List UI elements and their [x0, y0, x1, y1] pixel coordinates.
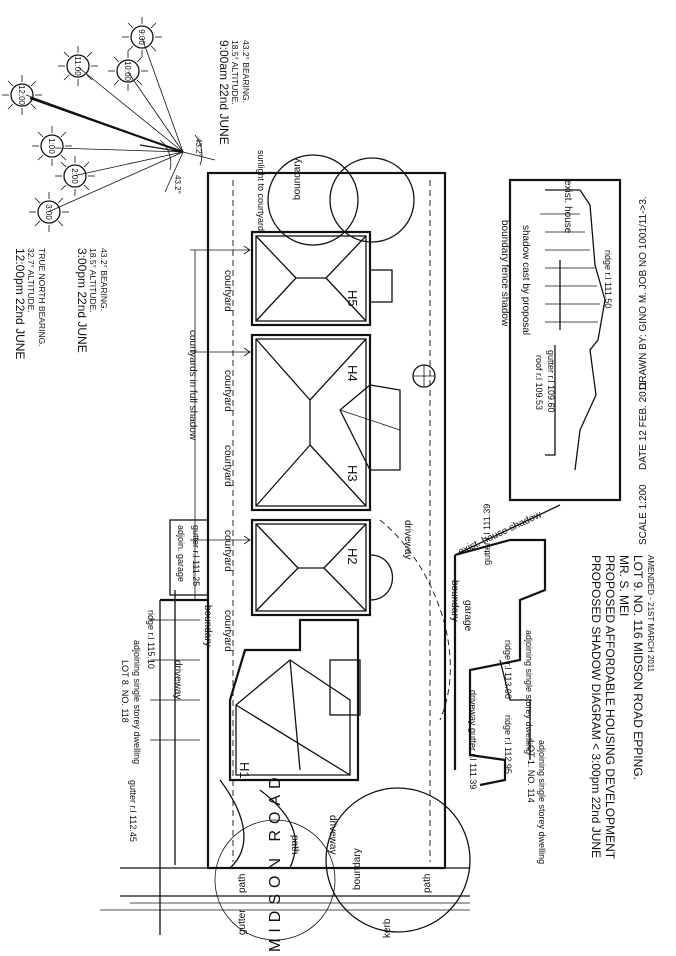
path-label: path [422, 874, 433, 893]
sun-icon: 1:00 [32, 126, 72, 166]
driveway-gutter-label: driveway gutter r.l 111.39 [468, 690, 478, 789]
ridge-level: ridge r.l 112.95 [503, 715, 513, 774]
courtyard-arrows [190, 245, 251, 600]
sun-icon: 11:00 [58, 46, 98, 86]
note-12pm-altitude: 32.7° ALTITUDE. [26, 248, 36, 313]
boundary-label: boundary [449, 580, 460, 622]
gutter-label: gutter [237, 909, 248, 935]
sun-time-label: 12:00 [17, 85, 26, 106]
sun-icon: 3:00 [29, 192, 69, 232]
note-9am-title: 9:00am 22nd JUNE [217, 40, 231, 145]
sun-icon: 12:00 [2, 75, 42, 115]
house-h3-h4: H4 H3 [250, 333, 401, 512]
bearing-label: 43.2° [194, 138, 203, 157]
path-label: path [289, 835, 300, 854]
title-block: PROPOSED SHADOW DIAGRAM < 3:00pm 22nd JU… [589, 196, 655, 859]
gutter-level: gutter r.l 111.25 [191, 525, 201, 586]
shadow-cast-label: shadow cast by proposal [520, 225, 531, 335]
driveway-label: driveway [327, 815, 338, 854]
garage-label: garage [462, 600, 473, 632]
note-3pm-altitude: 18.5° ALTITUDE. [88, 248, 98, 313]
sun-time-label: 9:00 [137, 29, 146, 45]
sun-time-label: 2:00 [70, 168, 79, 184]
house-label: H4 [345, 365, 360, 382]
title-line-1: PROPOSED SHADOW DIAGRAM < 3:00pm 22nd JU… [589, 555, 603, 858]
courtyard-label: courtyard [222, 270, 233, 312]
lot-1-label: LOT 1. NO. 114 [526, 740, 536, 803]
tree-canopy [214, 819, 336, 941]
note-12pm-bearing: TRUE NORTH BEARING. [37, 248, 47, 347]
boundary-label: boundary [292, 158, 303, 200]
gutter-level: gutter r.l 112.45 [128, 780, 138, 842]
boundary-label: boundary [202, 605, 213, 647]
sun-time-label: 3:00 [44, 204, 53, 220]
sun-time-label: 1:00 [47, 138, 56, 154]
lot-8-dwelling-label: adjoining single storey dwelling [132, 640, 142, 764]
courtyard-label: courtyard [222, 610, 233, 652]
lot-8-label: LOT 8. NO. 118 [120, 660, 130, 723]
house-h2: H2 [250, 518, 393, 617]
exist-house-shadow-label: exist. house shadow [457, 509, 544, 558]
sun-icon: 2:00 [55, 156, 95, 196]
sun-icon: 9:00 [122, 17, 162, 57]
title-line-3: MR. S. MEI [617, 555, 631, 616]
gutter-level: gutter r.l 111.39 [482, 504, 492, 565]
house-label: H3 [345, 465, 360, 482]
driveway-label: driveway [172, 660, 183, 699]
sun-icon: 10:00 [108, 51, 148, 91]
note-12pm-title: 12:00pm 22nd JUNE [13, 248, 27, 359]
tree-canopy [329, 157, 415, 243]
roof-level: roof r.l 109.53 [534, 355, 544, 410]
adjoining-dwelling-label: adjoining single storey dwelling [524, 630, 534, 754]
courtyard-label: courtyard [222, 445, 233, 487]
bearing-label: 43.2° [173, 175, 182, 194]
driveway-label: driveway [402, 520, 413, 559]
note-3pm-bearing: 43.2° BEARING. [99, 248, 109, 311]
house-label: H2 [345, 548, 360, 565]
courtyard-label: courtyard [222, 530, 233, 572]
sunlight-label: sunlight to courtyard [256, 150, 266, 231]
adjoining-lot-1 [453, 504, 561, 787]
ridge-level: ridge r.l 113.00 [503, 640, 513, 699]
note-3pm-title: 3:00pm 22nd JUNE [75, 248, 89, 353]
site-plan: H5 H4 H3 H2 [100, 150, 622, 952]
fence-shadow-label: boundary fence shadow [499, 220, 510, 327]
sun-notes: 9:00am 22nd JUNE 18.5° ALTITUDE. 43.2° B… [13, 40, 251, 359]
road-name: MIDSON ROAD [267, 771, 284, 952]
scale-label: SCALE 1:200 [638, 484, 649, 545]
adjoining-lot-8 [150, 519, 297, 869]
sun-time-label: 11:00 [73, 56, 82, 76]
courtyards-shadow-label: courtyards in full shadow [187, 330, 198, 441]
tree-canopy [325, 787, 471, 933]
house-label: H1. [237, 762, 252, 782]
street-edge [100, 600, 470, 935]
adjoining-dwelling-label: adjoining single storey dwelling [537, 740, 547, 864]
date-label: DATE 12 FEB. 2011 [638, 380, 649, 470]
path-label: path [237, 874, 248, 893]
sun-path-diagram: 12:00 11:00 10:00 9:00 1:00 2:00 [2, 17, 216, 232]
sun-time-label: 10:00 [123, 61, 132, 82]
gutter-level: gutter r.l 109.60 [546, 350, 556, 413]
title-line-2: PROPOSED AFFORDABLE HOUSING DEVELOPMENT [603, 555, 617, 860]
amended-label: AMENDED - 21ST MARCH 2011 [646, 555, 655, 673]
ridge-level: ridge r.l 111.50 [603, 250, 613, 308]
note-9am-bearing: 43.2° BEARING. [241, 40, 251, 103]
kerb-label: kerb [382, 918, 393, 938]
title-line-4: LOT 9. NO. 116 MIDSON ROAD EPPING. [631, 555, 645, 780]
boundary-label: boundary [352, 848, 363, 890]
house-h5: H5 [250, 230, 393, 327]
courtyard-label: courtyard [222, 370, 233, 412]
exist-house-label: exist. house [562, 180, 573, 234]
drawn-by-label: DRAWN BY: GINO M. JOB NO 1001/11->3. [638, 196, 649, 390]
house-label: H5 [345, 290, 360, 307]
note-9am-altitude: 18.5° ALTITUDE. [230, 40, 240, 105]
tree-canopy [267, 154, 359, 246]
adjoining-lot-10 [508, 178, 622, 502]
ridge-level: ridge r.l 115.10 [146, 610, 156, 669]
adjoin-garage-label: adjoin. garage [176, 525, 186, 582]
house-h1: H1. [228, 618, 361, 782]
